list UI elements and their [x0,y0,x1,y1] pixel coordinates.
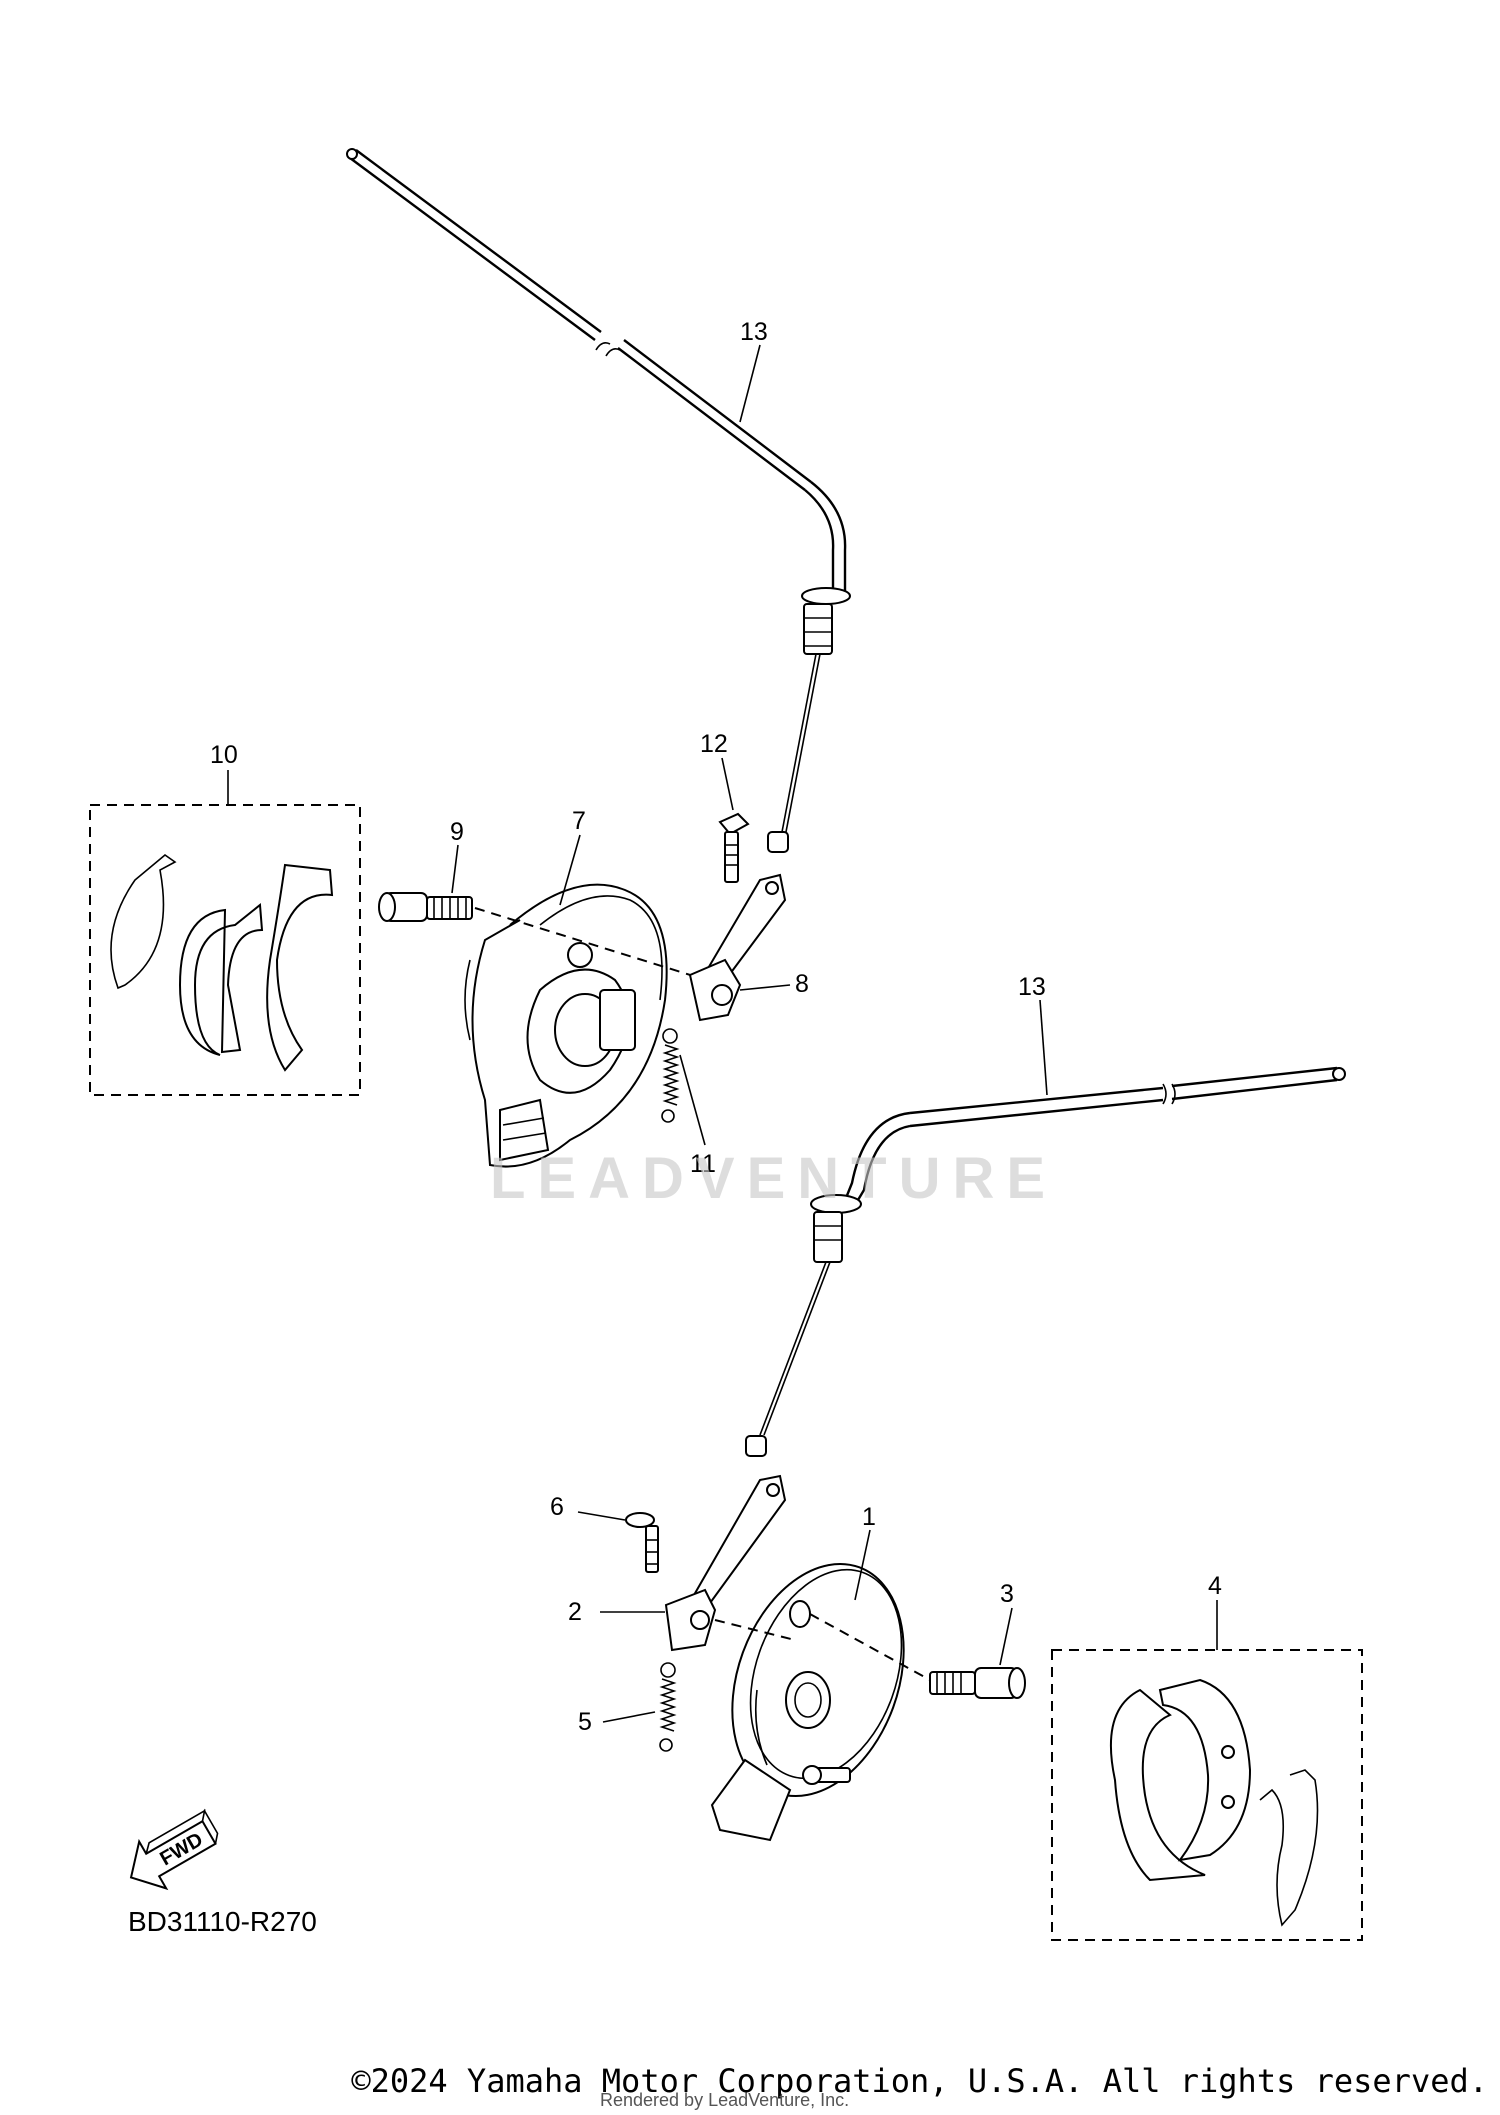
spring-rear[interactable] [659,1662,677,1752]
brake-cable-upper[interactable] [346,148,851,853]
diagram-code: BD31110-R270 [128,1906,317,1937]
cam-lever-front[interactable] [688,873,787,1022]
brake-camshaft-front[interactable] [378,892,473,922]
brake-camshaft-rear[interactable] [929,1667,1026,1699]
callout-8: 8 [795,970,809,998]
fwd-arrow-icon: FWD [129,1808,219,1891]
copyright-notice: ©2024 Yamaha Motor Corporation, U.S.A. A… [351,2062,1488,2100]
bolt-rear[interactable] [625,1512,659,1573]
shoe-kit-box-front [89,804,361,1096]
callout-4: 4 [1208,1572,1222,1600]
bolt-front[interactable] [718,812,750,883]
brake-shoe-kit-rear[interactable] [1109,1678,1319,1927]
callout-9: 9 [450,818,464,846]
callout-10: 10 [210,741,238,769]
shoe-kit-box-rear [1051,1649,1363,1941]
callout-13-lower: 13 [1018,973,1046,1001]
brake-shoe-kit-front[interactable] [110,853,334,1072]
brake-plate-front[interactable] [464,883,668,1168]
rendered-by-notice: Rendered by LeadVenture, Inc. [600,2090,850,2110]
callout-2: 2 [568,1598,582,1626]
callout-7: 7 [572,807,586,835]
callout-13-upper: 13 [740,318,768,346]
callout-5: 5 [578,1708,592,1736]
brake-cable-lower[interactable] [745,1066,1346,1457]
watermark: LEADVENTURE [490,1146,1058,1211]
callout-3: 3 [1000,1580,1014,1608]
spring-front[interactable] [661,1028,680,1123]
callout-6: 6 [550,1493,564,1521]
cam-lever-rear[interactable] [664,1474,787,1652]
callout-11: 11 [690,1150,716,1178]
callout-1: 1 [862,1503,876,1531]
callout-12: 12 [700,730,728,758]
brake-plate-rear[interactable] [702,1540,934,1842]
